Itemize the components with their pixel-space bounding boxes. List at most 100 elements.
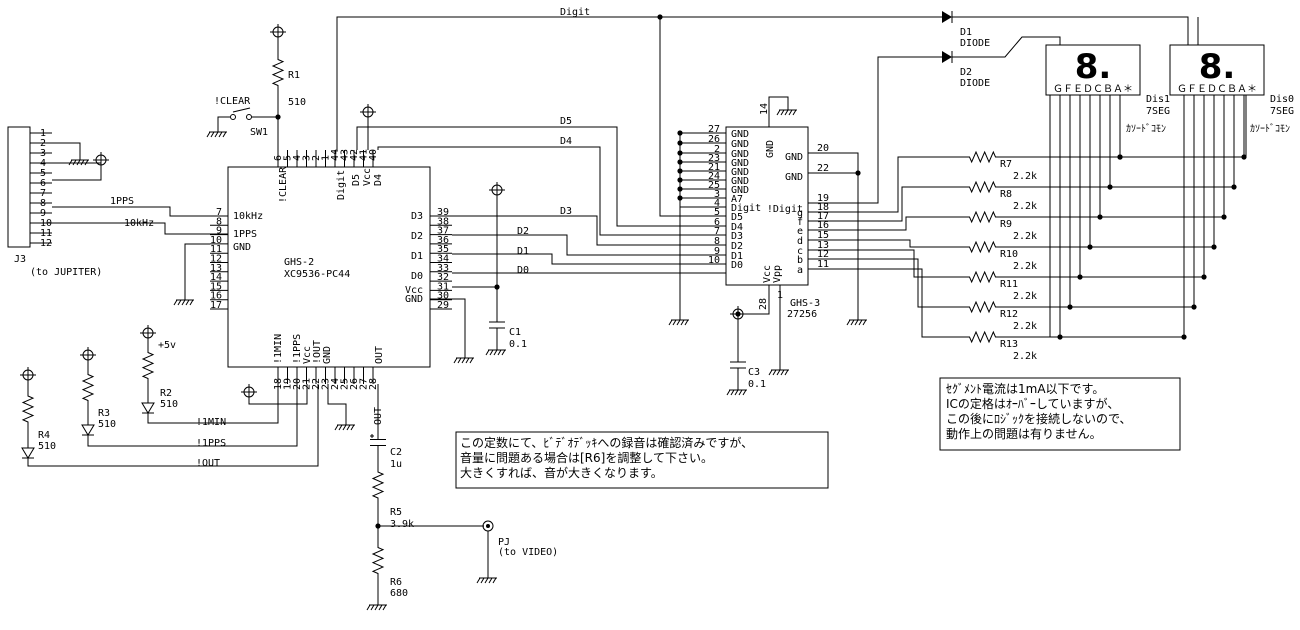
ghs2-bottom-pin: 23	[321, 378, 332, 390]
ghs2-label-1min: !1MIN	[273, 334, 284, 364]
ghs2-right-pin: 36	[437, 235, 449, 246]
wire	[659, 17, 733, 217]
ghs3-left-label: D1	[731, 251, 743, 262]
ghs2-right-pin: 38	[437, 216, 449, 227]
ghs2-label-1pps: 1PPS	[233, 229, 257, 240]
ghs3-right-label: !Digit	[767, 204, 803, 215]
wire	[835, 156, 965, 213]
ghs2-bottom-pin: 22	[311, 378, 322, 390]
j3-pin-number: 2	[40, 138, 46, 149]
ground-symbol	[366, 595, 387, 611]
ghs2-right-pin: 35	[437, 244, 449, 255]
r1-value: 510	[288, 97, 306, 108]
ghs3-bottom-pin: 1	[777, 290, 783, 301]
ghs3-chip-body	[725, 126, 809, 286]
ghs2-top-pin: 4	[292, 155, 303, 161]
ghs3-left-pin: 27	[708, 124, 720, 135]
ghs3-left-pin: 24	[708, 171, 720, 182]
dis0-display-pin-row: ＧＦＥＤＣＢＡ＊	[1177, 84, 1257, 95]
ghs2-label-gnd: GND	[233, 242, 251, 253]
resistor	[21, 380, 35, 438]
junction-dot	[1181, 334, 1187, 340]
resistor	[371, 526, 385, 595]
vcc-terminal	[360, 104, 376, 120]
junction-dot	[677, 195, 683, 201]
j3-pin-number: 9	[40, 208, 46, 219]
ghs3-right-pin: 13	[817, 240, 829, 251]
ghs3-left-pin: 10	[708, 255, 720, 266]
junction-dot	[1201, 274, 1207, 280]
dis1-display-ref: Dis1	[1146, 94, 1170, 105]
note-bottom-line: この定数にて、ﾋﾞﾃﾞｵﾃﾞｯｷへの録音は確認済みですが、	[460, 435, 753, 450]
j3-connector-body	[7, 126, 31, 248]
r6-ref: R6	[390, 577, 402, 588]
wire	[835, 249, 965, 278]
pj-jack-center	[486, 524, 490, 528]
sw1-contact	[230, 114, 236, 120]
j3-pin-number: 1	[40, 128, 46, 139]
net-label-clear: !CLEAR	[214, 96, 251, 107]
ground-symbol	[68, 150, 89, 166]
wire	[52, 165, 102, 181]
ghs3-left-label: D0	[731, 260, 743, 271]
ghs2-ref: GHS-2	[284, 257, 314, 268]
ghs3-left-label: GND	[731, 149, 749, 160]
sw1-lever	[232, 107, 251, 113]
ghs2-label-data: D3	[411, 211, 423, 222]
resistor-value: 2.2k	[1013, 201, 1037, 212]
wire	[452, 253, 733, 265]
resistor	[371, 455, 385, 515]
ground-symbol	[846, 310, 867, 326]
resistor	[965, 210, 1000, 224]
vcc-terminal	[489, 182, 505, 198]
ground-symbol	[726, 380, 747, 396]
note-right-line: 動作上の問題は有りません。	[946, 427, 1102, 441]
vcc-terminal	[93, 152, 109, 168]
wire	[430, 298, 466, 348]
ghs3-left-pin: 2	[714, 144, 720, 155]
resistor	[965, 150, 1000, 164]
wire	[52, 222, 228, 235]
ghs2-left-pin: 17	[210, 300, 222, 311]
ghs2-left-pin: 12	[210, 254, 222, 265]
wire	[952, 36, 1061, 58]
ghs3-right-label: e	[797, 226, 803, 237]
wire	[835, 152, 859, 310]
resistor	[965, 270, 1000, 284]
wire	[52, 142, 81, 150]
junction-dot	[1231, 184, 1237, 190]
ghs2-right-pin: 30	[437, 291, 449, 302]
vcc-terminal	[270, 24, 286, 40]
ghs3-label-vpp: Vpp	[772, 265, 783, 283]
ghs3-left-pin: 7	[714, 226, 720, 237]
ghs3-left-label: A7	[731, 194, 743, 205]
ghs2-label-gnd2: GND	[405, 294, 423, 305]
dis1-display-pin-row: ＧＦＥＤＣＢＡ＊	[1053, 84, 1133, 95]
ghs2-bottom-pin: 26	[349, 378, 360, 390]
wire	[87, 384, 298, 447]
ghs2-bottom-pin: 18	[273, 378, 284, 390]
wire	[835, 56, 942, 204]
ground-symbol	[768, 360, 789, 376]
resistor-ref: R7	[1000, 159, 1012, 170]
pj-ref: PJ	[498, 537, 510, 548]
ghs3-right-label: GND	[785, 152, 803, 163]
d1-value: DIODE	[960, 38, 990, 49]
dis0-display-note: ｶｿｰﾄﾞｺﾓﾝ	[1250, 123, 1290, 135]
ghs2-part: XC9536-PC44	[284, 269, 350, 280]
ghs3-right-pin: 16	[817, 220, 829, 231]
ghs2-label-gnd-b: GND	[322, 346, 333, 364]
dis0-display-value: 7SEG	[1270, 106, 1294, 117]
d1-ref: D1	[960, 27, 972, 38]
dis0-display-ref: Dis0	[1270, 94, 1294, 105]
ghs3-left-label: D2	[731, 241, 743, 252]
resistor-ref: R12	[1000, 309, 1018, 320]
ghs2-top-pin: 40	[368, 149, 379, 161]
ghs3-left-label: GND	[731, 139, 749, 150]
resistor-ref: R13	[1000, 339, 1018, 350]
ghs3-ref: GHS-3	[790, 298, 820, 309]
junction-dot	[1221, 214, 1227, 220]
ghs2-left-pin: 10	[210, 235, 222, 246]
r5-value: 3.9k	[390, 519, 414, 530]
